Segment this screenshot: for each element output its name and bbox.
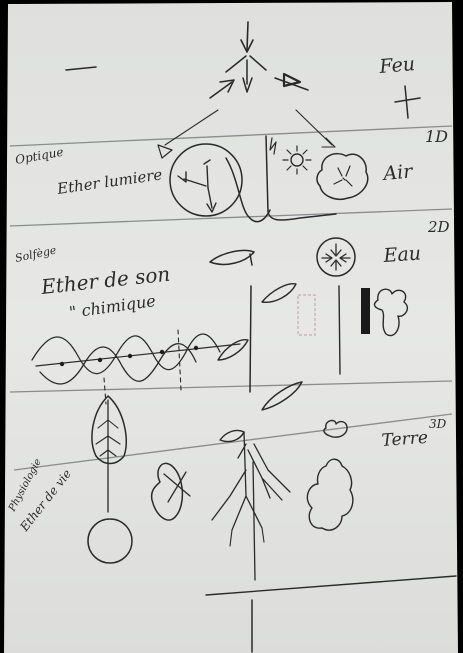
- water-vertical-line: [339, 286, 340, 374]
- black-bar: [361, 288, 370, 334]
- label-air: Air: [381, 160, 416, 185]
- paper-sheet: [4, 2, 458, 653]
- label-eau: Eau: [382, 242, 422, 267]
- label-dimension-1d: 1D: [425, 127, 448, 146]
- label-dimension-2d: 2D: [427, 218, 450, 236]
- label-dimension-3d: 3D: [429, 417, 447, 431]
- label-terre: Terre: [381, 428, 429, 451]
- label-feu: Feu: [378, 53, 416, 78]
